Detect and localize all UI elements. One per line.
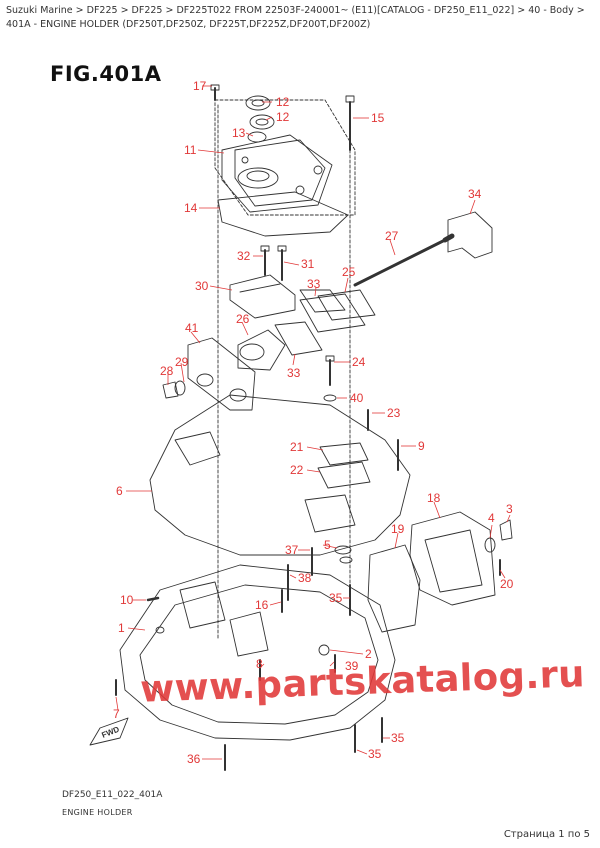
callout-6[interactable]: 6	[116, 484, 123, 498]
callout-27[interactable]: 27	[385, 229, 399, 243]
callout-33a[interactable]: 33	[307, 277, 321, 291]
callout-11[interactable]: 11	[184, 143, 197, 157]
callout-4[interactable]: 4	[488, 511, 495, 525]
oil-pan-1	[119, 564, 396, 741]
o-ring-13	[247, 131, 267, 143]
callout-38[interactable]: 38	[298, 571, 312, 585]
mount-30	[229, 274, 296, 319]
callout-35b[interactable]: 35	[391, 731, 405, 745]
callout-5[interactable]: 5	[324, 538, 331, 552]
callout-10[interactable]: 10	[120, 593, 134, 607]
callout-23[interactable]: 23	[387, 406, 401, 420]
plate-33b	[274, 321, 323, 356]
callout-21[interactable]: 21	[290, 440, 304, 454]
callout-29[interactable]: 29	[175, 355, 189, 369]
callout-30[interactable]: 30	[195, 279, 209, 293]
callout-18[interactable]: 18	[427, 491, 441, 505]
callout-16[interactable]: 16	[255, 598, 269, 612]
callout-7[interactable]: 7	[113, 707, 120, 721]
callout-40[interactable]: 40	[350, 391, 364, 405]
callout-1[interactable]: 1	[118, 621, 125, 635]
fwd-arrow	[89, 717, 129, 746]
nut-3	[499, 519, 513, 541]
callout-22[interactable]: 22	[290, 463, 304, 477]
diagram-caption: ENGINE HOLDER	[62, 808, 133, 817]
seal-12-upper	[245, 95, 271, 111]
callout-15[interactable]: 15	[371, 111, 385, 125]
o-ring-5	[334, 545, 352, 555]
top-cover	[221, 134, 333, 213]
callout-37[interactable]: 37	[285, 543, 299, 557]
callout-9[interactable]: 9	[418, 439, 425, 453]
pager: Страница 1 по 5	[503, 829, 590, 840]
washer-40	[323, 394, 337, 402]
breadcrumb: Suzuki Marine > DF225 > DF225 > DF225T02…	[6, 5, 585, 30]
callout-32[interactable]: 32	[237, 249, 251, 263]
gasket-19	[367, 544, 421, 633]
figure-title: FIG.401A	[50, 62, 162, 86]
callout-24[interactable]: 24	[352, 355, 366, 369]
bracket-41	[187, 337, 256, 411]
cover-18	[409, 511, 496, 606]
callout-8[interactable]: 8	[256, 657, 263, 671]
top-cover-outline	[214, 99, 356, 216]
drawing-code: DF250_E11_022_401A	[62, 790, 163, 800]
seal-12-lower	[249, 114, 275, 130]
o-ring-2	[318, 644, 330, 656]
callout-36[interactable]: 36	[187, 752, 201, 766]
callout-26[interactable]: 26	[236, 312, 250, 326]
washer-4	[484, 537, 496, 553]
callout-3[interactable]: 3	[506, 502, 513, 516]
long-bolt-27	[353, 238, 447, 287]
callout-14[interactable]: 14	[184, 201, 198, 215]
rubber-mount-26	[237, 329, 286, 371]
callout-12b[interactable]: 12	[276, 110, 290, 124]
gasket-14	[217, 191, 349, 237]
gasket-21	[319, 442, 369, 466]
nut-28	[162, 381, 179, 399]
callout-28[interactable]: 28	[160, 364, 174, 378]
callout-35c[interactable]: 35	[368, 747, 382, 761]
plate-33	[299, 289, 346, 313]
callout-12a[interactable]: 12	[276, 95, 290, 109]
callout-39[interactable]: 39	[345, 659, 359, 673]
callout-19[interactable]: 19	[391, 522, 405, 536]
gasket-6	[149, 394, 411, 556]
callout-13[interactable]: 13	[232, 126, 246, 140]
callout-2[interactable]: 2	[365, 647, 372, 661]
gasket-22	[317, 461, 371, 489]
seal-housing	[237, 167, 279, 189]
callout-41[interactable]: 41	[185, 321, 199, 335]
callout-31[interactable]: 31	[301, 257, 315, 271]
washer-29	[174, 380, 186, 396]
plate-25	[317, 289, 376, 321]
callout-34[interactable]: 34	[468, 187, 482, 201]
callout-20[interactable]: 20	[500, 577, 514, 591]
callout-35a[interactable]: 35	[329, 591, 343, 605]
callout-25[interactable]: 25	[342, 265, 356, 279]
callout-17[interactable]: 17	[193, 79, 207, 93]
callout-33b[interactable]: 33	[287, 366, 301, 380]
stopper-34	[447, 211, 493, 259]
